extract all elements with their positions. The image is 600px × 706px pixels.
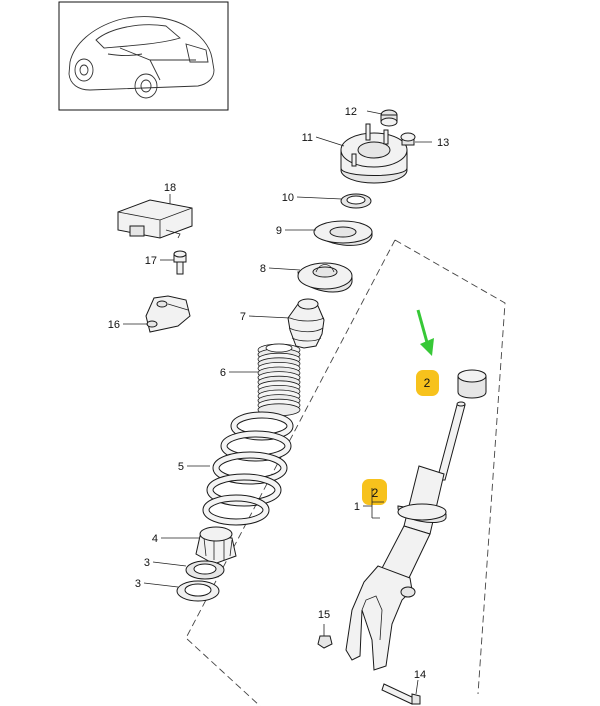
callout-10: 9	[276, 225, 282, 237]
part-15-bolt	[381, 683, 421, 705]
part-1-bracket	[371, 488, 384, 519]
part-18-bolt	[173, 250, 187, 275]
assembly-outline	[185, 239, 506, 706]
vehicle-thumbnail	[58, 1, 229, 111]
part-9-spring-seat	[297, 262, 353, 293]
callout-2-damper: 2	[372, 486, 379, 500]
part-10-isolator	[313, 220, 373, 246]
callout-7: 6	[220, 367, 226, 379]
part-7-dust-boot	[257, 343, 301, 417]
highlight-badge-damper	[362, 479, 387, 505]
leader-lines	[123, 110, 432, 695]
callout-3: 3	[135, 578, 141, 590]
part-17-bracket	[145, 295, 191, 333]
part-14-nut	[400, 132, 416, 146]
callout-5: 4	[152, 533, 158, 545]
callout-9: 8	[260, 263, 266, 275]
part-8-bump-stop	[287, 298, 325, 349]
green-arrow-icon	[416, 309, 434, 356]
part-1-shock-absorber	[345, 401, 466, 671]
callout-17: 16	[108, 319, 120, 331]
callout-12: 11	[302, 132, 313, 144]
part-4-ring	[185, 560, 225, 580]
callout-16: 15	[318, 609, 330, 621]
part-11-ring	[340, 193, 372, 209]
callout-4: 3	[144, 557, 150, 569]
part-12-strut-mount	[340, 123, 408, 184]
part-3-ring	[176, 580, 220, 602]
callout-11: 10	[282, 192, 294, 204]
callout-15: 14	[414, 669, 426, 681]
part-19-control-unit	[117, 199, 193, 239]
part-2-top-cap	[457, 369, 487, 399]
part-6-coil-spring	[202, 411, 294, 526]
callout-8: 7	[240, 311, 246, 323]
part-5-lower-seat	[195, 526, 237, 565]
callout-19: 18	[164, 182, 176, 194]
callout-labels: 12 11 13 18 10 9 17 8 7 16 6 2 5 2 1 4 3…	[108, 106, 450, 681]
highlight-badge-cap	[416, 370, 439, 396]
callout-2-cap: 2	[424, 376, 431, 390]
part-16-nut	[317, 635, 333, 649]
part-13-nut	[380, 109, 398, 127]
callout-13: 12	[345, 106, 357, 118]
callout-6: 5	[178, 461, 184, 473]
callout-14: 13	[437, 137, 449, 149]
callout-18: 17	[145, 255, 157, 267]
callout-1: 1	[354, 501, 360, 513]
